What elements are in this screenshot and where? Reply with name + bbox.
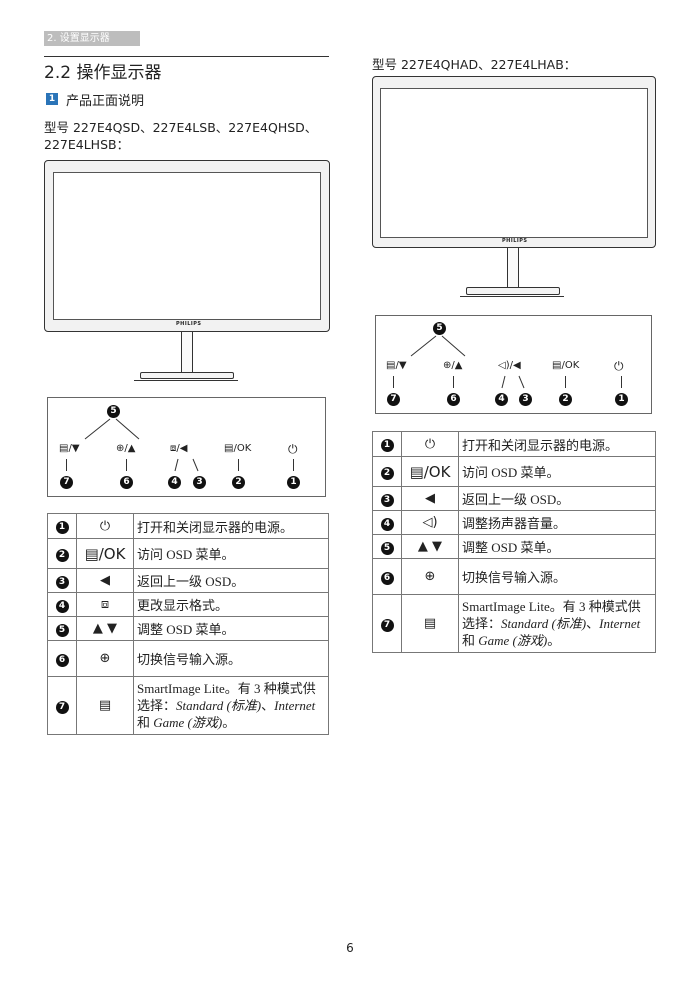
button-table-right: 1 ⏻ 打开和关闭显示器的电源。 2 ▤/OK 访问 OSD 菜单。 3 ◀ 返… <box>372 431 656 653</box>
page-number: 6 <box>346 941 354 955</box>
brand-logo: PHILIPS <box>176 321 202 327</box>
callout-3: 3 <box>519 393 532 406</box>
row-number: 6 <box>380 571 394 585</box>
row-number: 7 <box>380 618 394 632</box>
row-number: 5 <box>55 623 69 637</box>
input-source-icon: ⊕ <box>401 558 459 595</box>
row-number: 6 <box>55 653 69 667</box>
button-input-up-icon: ⊕/▲ <box>443 360 463 371</box>
menu-ok-icon: ▤/OK <box>401 456 459 487</box>
row-description: 切换信号输入源。 <box>133 640 329 677</box>
row-description: 返回上一级 OSD。 <box>133 568 329 593</box>
callout-7: 7 <box>387 393 400 406</box>
up-down-icon: ▲ ▼ <box>76 616 134 641</box>
table-row: 1 ⏻ 打开和关闭显示器的电源。 <box>372 431 656 457</box>
row-description: 打开和关闭显示器的电源。 <box>458 431 656 457</box>
callout-3: 3 <box>193 476 206 489</box>
table-row: 5 ▲ ▼ 调整 OSD 菜单。 <box>372 534 656 559</box>
row-description: SmartImage Lite。有 3 种模式供选择：Standard (标准)… <box>133 676 329 735</box>
back-arrow-icon: ◀ <box>76 568 134 593</box>
table-row: 2 ▤/OK 访问 OSD 菜单。 <box>47 538 329 569</box>
callout-6: 6 <box>120 476 133 489</box>
back-arrow-icon: ◀ <box>401 486 459 511</box>
callout-4: 4 <box>495 393 508 406</box>
format-icon: ⧈ <box>76 592 134 617</box>
table-row: 1 ⏻ 打开和关闭显示器的电源。 <box>47 513 329 539</box>
callout-2: 2 <box>232 476 245 489</box>
row-description: 返回上一级 OSD。 <box>458 486 656 511</box>
row-number: 4 <box>55 599 69 613</box>
row-number: 3 <box>380 493 394 507</box>
smartimage-icon: ▤ <box>76 676 134 735</box>
subsection-number: 1 <box>46 93 58 105</box>
brand-logo: PHILIPS <box>502 238 528 244</box>
button-menu-ok-icon: ▤/OK <box>552 360 580 371</box>
button-power-icon: ⏻ <box>288 442 298 456</box>
row-description: SmartImage Lite。有 3 种模式供选择：Standard (标准)… <box>458 594 656 653</box>
table-row: 4 ◁) 调整扬声器音量。 <box>372 510 656 535</box>
section-title: 2.2 操作显示器 <box>44 63 162 83</box>
row-description: 切换信号输入源。 <box>458 558 656 595</box>
row-description: 访问 OSD 菜单。 <box>458 456 656 487</box>
up-down-icon: ▲ ▼ <box>401 534 459 559</box>
table-row: 3 ◀ 返回上一级 OSD。 <box>372 486 656 511</box>
models-right: 型号 227E4QHAD、227E4LHAB： <box>372 57 577 72</box>
button-format-back-icon: ⧈/◀ <box>170 443 188 454</box>
menu-ok-icon: ▤/OK <box>76 538 134 569</box>
row-description: 调整扬声器音量。 <box>458 510 656 535</box>
button-table-left: 1 ⏻ 打开和关闭显示器的电源。 2 ▤/OK 访问 OSD 菜单。 3 ◀ 返… <box>47 513 329 735</box>
row-number: 5 <box>380 541 394 555</box>
table-row: 7 ▤ SmartImage Lite。有 3 种模式供选择：Standard … <box>372 594 656 653</box>
header-rule <box>44 56 329 57</box>
button-power-icon: ⏻ <box>614 359 624 373</box>
input-source-icon: ⊕ <box>76 640 134 677</box>
button-diagram-left: 5 ▤/▼ ⊕/▲ ⧈/◀ ▤/OK ⏻ 7 6 4 3 2 1 <box>47 397 326 497</box>
button-diagram-right: 5 ▤/▼ ⊕/▲ ◁)/◀ ▤/OK ⏻ 7 6 4 3 2 1 <box>375 315 652 414</box>
table-row: 3 ◀ 返回上一级 OSD。 <box>47 568 329 593</box>
row-description: 访问 OSD 菜单。 <box>133 538 329 569</box>
row-number: 2 <box>55 548 69 562</box>
button-menu-ok-icon: ▤/OK <box>224 443 252 454</box>
breadcrumb: 2. 设置显示器 <box>44 31 140 46</box>
callout-5: 5 <box>433 322 446 335</box>
row-description: 调整 OSD 菜单。 <box>458 534 656 559</box>
button-input-up-icon: ⊕/▲ <box>116 443 136 454</box>
button-smartimage-down-icon: ▤/▼ <box>386 360 407 371</box>
row-number: 3 <box>55 575 69 589</box>
subsection-title: 产品正面说明 <box>66 94 145 109</box>
callout-6: 6 <box>447 393 460 406</box>
table-row: 6 ⊕ 切换信号输入源。 <box>47 640 329 677</box>
power-icon: ⏻ <box>401 431 459 457</box>
callout-7: 7 <box>60 476 73 489</box>
button-smartimage-down-icon: ▤/▼ <box>59 443 80 454</box>
table-row: 7 ▤ SmartImage Lite。有 3 种模式供选择：Standard … <box>47 676 329 735</box>
callout-1: 1 <box>287 476 300 489</box>
row-description: 更改显示格式。 <box>133 592 329 617</box>
smartimage-icon: ▤ <box>401 594 459 653</box>
row-number: 4 <box>380 517 394 531</box>
table-row: 5 ▲ ▼ 调整 OSD 菜单。 <box>47 616 329 641</box>
models-left: 型号 227E4QSD、227E4LSB、227E4QHSD、227E4LHSB… <box>44 120 318 152</box>
row-description: 打开和关闭显示器的电源。 <box>133 513 329 539</box>
volume-icon: ◁) <box>401 510 459 535</box>
callout-1: 1 <box>615 393 628 406</box>
button-volume-back-icon: ◁)/◀ <box>498 360 521 371</box>
table-row: 2 ▤/OK 访问 OSD 菜单。 <box>372 456 656 487</box>
row-description: 调整 OSD 菜单。 <box>133 616 329 641</box>
row-number: 1 <box>380 439 394 452</box>
table-row: 6 ⊕ 切换信号输入源。 <box>372 558 656 595</box>
power-icon: ⏻ <box>76 513 134 539</box>
row-number: 1 <box>55 521 69 534</box>
callout-5: 5 <box>107 405 120 418</box>
table-row: 4 ⧈ 更改显示格式。 <box>47 592 329 617</box>
callout-4: 4 <box>168 476 181 489</box>
row-number: 7 <box>55 700 69 714</box>
callout-2: 2 <box>559 393 572 406</box>
row-number: 2 <box>380 466 394 480</box>
